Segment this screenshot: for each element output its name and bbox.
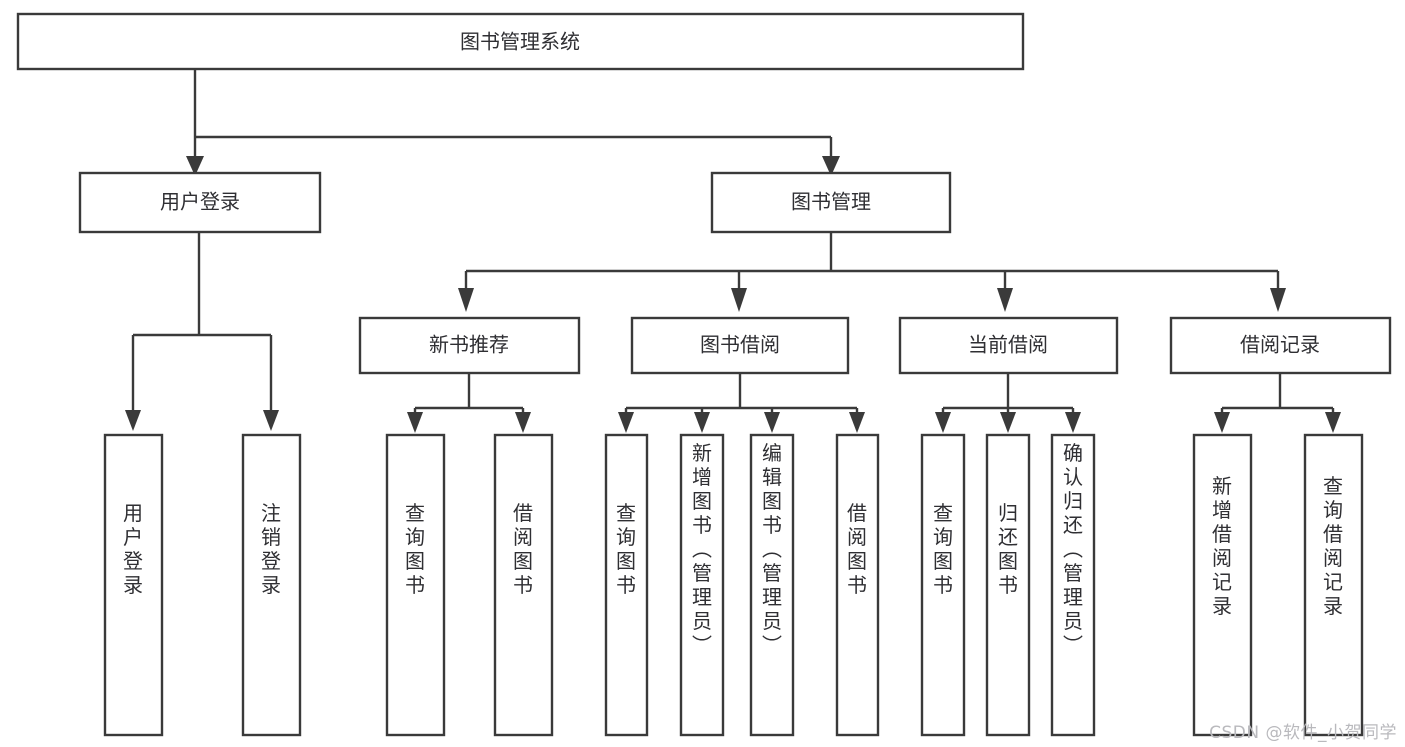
node-current-borrow-label: 当前借阅 bbox=[968, 333, 1048, 357]
node-leaf-borrow-book-1-label: 借阅图书 bbox=[513, 501, 533, 597]
node-book-manage-label: 图书管理 bbox=[791, 190, 871, 214]
arrow-head-leaf-user-login bbox=[125, 410, 141, 431]
node-leaf-query-book-2[interactable]: 查询图书 bbox=[604, 433, 649, 737]
node-new-book-rec-box[interactable] bbox=[358, 316, 581, 375]
node-leaf-query-record[interactable]: 查询借阅记录 bbox=[1303, 433, 1364, 737]
arrow-head-new-book-rec bbox=[458, 288, 474, 312]
arrow-head-leaf-add-book bbox=[694, 412, 710, 433]
arrow-head-book-borrow bbox=[731, 288, 747, 312]
node-leaf-return-book-label: 归还图书 bbox=[998, 501, 1018, 597]
node-leaf-edit-book[interactable]: 编辑图书︵管理员︶ bbox=[749, 433, 795, 737]
node-new-book-rec[interactable]: 新书推荐 bbox=[358, 316, 581, 375]
arrow-head-leaf-logout bbox=[263, 410, 279, 431]
node-borrow-record[interactable]: 借阅记录 bbox=[1169, 316, 1392, 375]
arrow-head-book-manage bbox=[822, 156, 840, 176]
node-leaf-query-book-1-label: 查询图书 bbox=[405, 501, 425, 597]
node-book-borrow-label: 图书借阅 bbox=[700, 333, 780, 357]
node-new-book-rec-label: 新书推荐 bbox=[429, 333, 509, 357]
node-leaf-borrow-book-1[interactable]: 借阅图书 bbox=[493, 433, 554, 737]
node-book-manage[interactable]: 图书管理 bbox=[710, 171, 952, 234]
node-leaf-borrow-book-1-box[interactable] bbox=[493, 433, 554, 737]
node-leaf-user-login-label: 用户登录 bbox=[123, 501, 143, 597]
node-leaf-borrow-book-2-label: 借阅图书 bbox=[847, 501, 867, 597]
node-leaf-query-record-box[interactable] bbox=[1303, 433, 1364, 737]
node-leaf-confirm-return[interactable]: 确认归还︵管理员︶ bbox=[1050, 433, 1096, 737]
node-leaf-query-book-3[interactable]: 查询图书 bbox=[920, 433, 966, 737]
arrow-head-leaf-edit-book bbox=[764, 412, 780, 433]
node-leaf-add-record-label: 新增借阅记录 bbox=[1212, 474, 1232, 618]
arrow-head-leaf-query-record bbox=[1325, 412, 1341, 433]
node-leaf-add-record-box[interactable] bbox=[1192, 433, 1253, 737]
arrow-head-leaf-add-record bbox=[1214, 412, 1230, 433]
node-leaf-user-login-box[interactable] bbox=[103, 433, 164, 737]
node-leaf-add-record[interactable]: 新增借阅记录 bbox=[1192, 433, 1253, 737]
node-leaf-user-login[interactable]: 用户登录 bbox=[103, 433, 164, 737]
node-leaf-add-book-label: 新增图书︵管理员︶ bbox=[692, 441, 712, 657]
node-user-login[interactable]: 用户登录 bbox=[78, 171, 322, 234]
node-borrow-record-box[interactable] bbox=[1169, 316, 1392, 375]
node-current-borrow-box[interactable] bbox=[898, 316, 1119, 375]
node-root[interactable]: 图书管理系统 bbox=[16, 12, 1025, 71]
node-leaf-query-book-1-box[interactable] bbox=[385, 433, 446, 737]
node-leaf-add-book-box[interactable] bbox=[679, 433, 725, 737]
node-leaf-return-book-box[interactable] bbox=[985, 433, 1031, 737]
arrow-head-leaf-return-book bbox=[1000, 412, 1016, 433]
node-leaf-confirm-return-box[interactable] bbox=[1050, 433, 1096, 737]
node-leaf-return-book[interactable]: 归还图书 bbox=[985, 433, 1031, 737]
node-borrow-record-label: 借阅记录 bbox=[1240, 333, 1320, 357]
connector-layer bbox=[125, 68, 1341, 433]
node-leaf-query-book-1[interactable]: 查询图书 bbox=[385, 433, 446, 737]
node-leaf-edit-book-label: 编辑图书︵管理员︶ bbox=[762, 441, 782, 657]
node-leaf-logout-label: 注销登录 bbox=[261, 501, 281, 597]
node-book-manage-box[interactable] bbox=[710, 171, 952, 234]
node-leaf-add-book[interactable]: 新增图书︵管理员︶ bbox=[679, 433, 725, 737]
arrow-head-leaf-query-book-3 bbox=[935, 412, 951, 433]
arrow-head-leaf-query-book-2 bbox=[618, 412, 634, 433]
arrow-head-leaf-borrow-book-1 bbox=[515, 412, 531, 433]
arrow-head-leaf-query-book-1 bbox=[407, 412, 423, 433]
node-leaf-borrow-book-2-box[interactable] bbox=[835, 433, 880, 737]
node-root-label: 图书管理系统 bbox=[460, 30, 580, 54]
node-leaf-query-book-3-box[interactable] bbox=[920, 433, 966, 737]
node-root-box[interactable] bbox=[16, 12, 1025, 71]
node-leaf-query-record-label: 查询借阅记录 bbox=[1323, 474, 1343, 618]
arrow-head-user-login bbox=[186, 156, 204, 176]
arrow-head-borrow-record bbox=[1270, 288, 1286, 312]
node-leaf-borrow-book-2[interactable]: 借阅图书 bbox=[835, 433, 880, 737]
node-leaf-logout-box[interactable] bbox=[241, 433, 302, 737]
arrow-head-leaf-borrow-book-2 bbox=[849, 412, 865, 433]
node-user-login-box[interactable] bbox=[78, 171, 322, 234]
node-user-login-label: 用户登录 bbox=[160, 190, 240, 214]
node-leaf-query-book-3-label: 查询图书 bbox=[933, 501, 953, 597]
node-book-borrow[interactable]: 图书借阅 bbox=[630, 316, 850, 375]
arrow-head-current-borrow bbox=[997, 288, 1013, 312]
node-leaf-query-book-2-box[interactable] bbox=[604, 433, 649, 737]
node-current-borrow[interactable]: 当前借阅 bbox=[898, 316, 1119, 375]
node-leaf-edit-book-box[interactable] bbox=[749, 433, 795, 737]
node-leaf-query-book-2-label: 查询图书 bbox=[616, 501, 636, 597]
node-book-borrow-box[interactable] bbox=[630, 316, 850, 375]
arrow-head-leaf-confirm-return bbox=[1065, 412, 1081, 433]
node-leaf-logout[interactable]: 注销登录 bbox=[241, 433, 302, 737]
node-leaf-confirm-return-label: 确认归还︵管理员︶ bbox=[1063, 441, 1083, 657]
